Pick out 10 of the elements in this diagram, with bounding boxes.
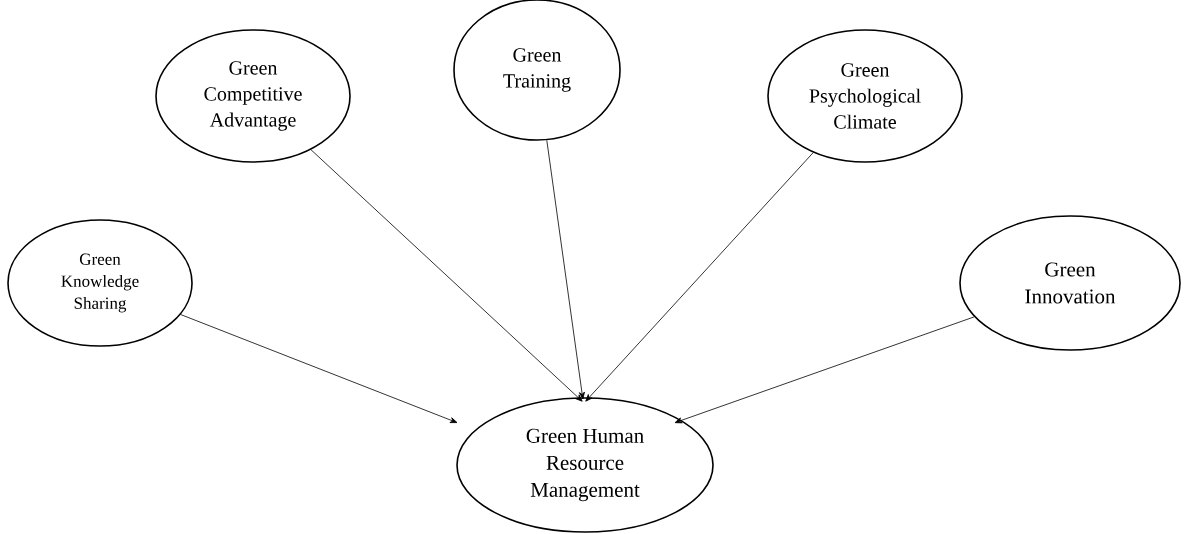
arrow (585, 152, 814, 402)
arrow (674, 316, 975, 424)
ellipse-node: Green Competitive Advantage (155, 29, 351, 163)
arrow (180, 314, 458, 423)
arrow (546, 139, 585, 400)
ellipse-node: Green Knowledge Sharing (7, 219, 193, 347)
arrow (310, 149, 583, 402)
ellipse-node: Green Innovation (959, 215, 1181, 351)
ellipse-node: Green Psychological Climate (767, 29, 963, 163)
ellipse-node: Green Human Resource Management (456, 397, 714, 533)
